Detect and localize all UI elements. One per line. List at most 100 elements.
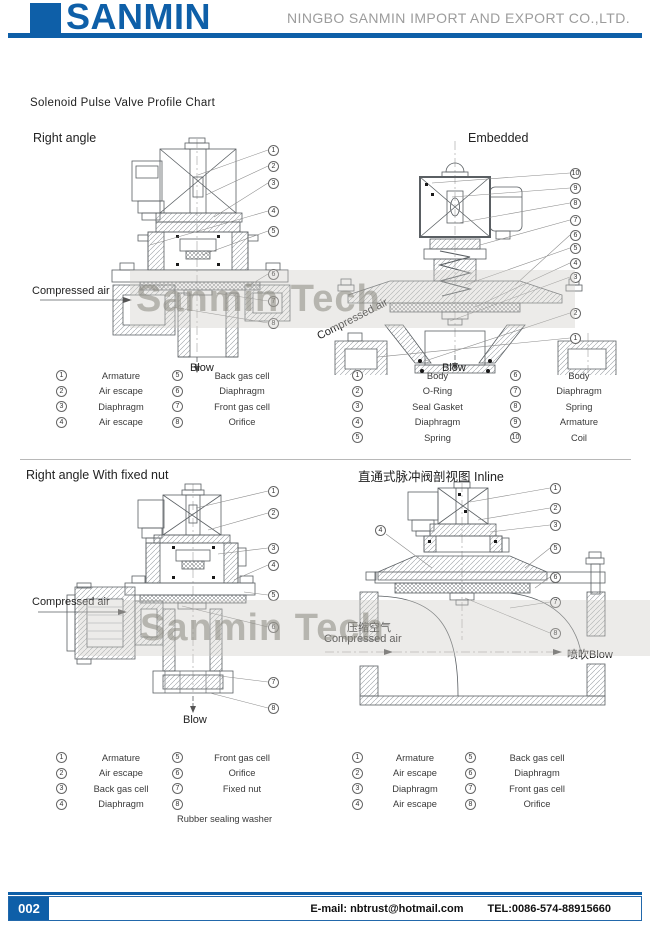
label-fixed-nut: Right angle With fixed nut [26,468,169,482]
blow-label: 喷吹Blow [567,649,613,661]
part-number: 3 [56,783,67,795]
page-title: Solenoid Pulse Valve Profile Chart [30,97,216,109]
parts-row: 4 Diaphragm 8 [56,797,296,813]
callout-9: 9 [570,183,581,194]
callout-2: 2 [268,161,279,172]
footer-tel: TEL:0086-574-88915660 [487,902,611,915]
part-name: Front gas cell [214,752,270,763]
part-name: Body [426,370,449,381]
parts-list-fixed-nut: 1 Armature 5 Front gas cell 2 Air escape… [56,750,296,828]
part-number: 10 [510,432,521,444]
part-name: Fixed nut [222,783,262,794]
callout-1: 1 [268,486,279,497]
part-number: 6 [465,767,476,779]
parts-row: 3 Seal Gasket 8 Spring [352,399,637,415]
compressed-air-label: Compressed air [32,596,110,608]
diagram-inline: 1 2 3 4 5 6 7 8 压缩空气 Compressed air 喷吹Bl… [320,480,650,710]
part-number: 8 [510,401,521,413]
parts-row: 2 O-Ring 7 Diaphragm [352,384,637,400]
valve-drawing-right-angle [40,137,291,373]
part-name: Diaphragm [98,799,144,810]
label-inline: 直通式脉冲阀剖视图 Inline [358,470,504,484]
callout-1: 1 [268,145,279,156]
part-name: Diaphragm [514,768,560,779]
parts-row: 1 Armature 5 Back gas cell [56,368,296,384]
label-right-angle: Right angle [33,131,97,145]
callout-3: 3 [268,178,279,189]
callout-2: 2 [268,508,279,519]
callout-5: 5 [268,590,279,601]
callout-8: 8 [570,198,581,209]
part-number: 9 [510,416,521,428]
callout-4: 4 [268,560,279,571]
part-number: 7 [172,401,183,413]
callout-7: 7 [570,215,581,226]
part-name: Diaphragm [556,386,602,397]
part-name: Coil [570,432,587,443]
callout-2: 2 [570,308,581,319]
callout-7: 7 [268,296,279,307]
part-name: Spring [565,401,593,412]
part-number: 6 [172,767,183,779]
part-name: Spring [424,432,451,443]
part-name: Front gas cell [509,783,565,794]
parts-row: 4 Diaphragm 9 Armature [352,415,637,431]
company-name: NINGBO SANMIN IMPORT AND EXPORT CO.,LTD. [287,10,630,26]
part-number: 1 [352,370,363,382]
part-name: Armature [101,752,141,763]
callout-7: 7 [550,597,561,608]
callout-4: 4 [375,525,386,536]
part-number: 2 [352,767,363,779]
label-embedded: Embedded [468,131,529,145]
callout-3: 3 [550,520,561,531]
footer-email: E-mail: nbtrust@hotmail.com [310,902,464,915]
diagram-right-angle: 1 2 3 4 5 6 7 8 Compressed air Blow [20,135,320,375]
part-number: 2 [56,767,67,779]
callout-8: 8 [268,318,279,329]
part-number: 1 [56,752,67,764]
part-name: O-Ring [422,386,453,397]
callout-3: 3 [570,272,581,283]
header-rule [8,33,642,38]
part-name: Diaphragm [392,783,438,794]
section-divider [20,459,631,460]
part-name: Air escape [99,386,143,397]
callout-8: 8 [268,703,279,714]
part-number: 4 [352,798,363,810]
blow-label: Blow [442,362,466,374]
part-name: Diaphragm [414,417,461,428]
part-name: Air escape [393,799,437,810]
part-number: 5 [352,432,363,444]
callout-4: 4 [570,258,581,269]
valve-drawing-fixed-nut [38,483,269,713]
part-name: Back gas cell [93,783,149,794]
part-number: 2 [352,385,363,397]
part-name: Front gas cell [214,401,270,412]
part-number: 1 [56,370,67,382]
compressed-air-label: Compressed air [324,633,402,645]
parts-row: 1 Armature 5 Front gas cell [56,750,296,766]
part-number: 7 [510,385,521,397]
blow-label: Blow [183,714,207,726]
callout-6: 6 [550,572,561,583]
page-number: 002 [9,897,49,920]
part-number: 3 [352,401,363,413]
logo-text: SANMIN [66,0,211,37]
parts-list-embedded: 1 Body 6 Body 2 O-Ring 7 Diaphragm 3 Sea… [352,368,637,446]
callout-3: 3 [268,543,279,554]
part-name: Orifice [523,799,551,810]
part-name: Air escape [99,768,143,779]
parts-row: 2 Air escape 6 Orifice [56,766,296,782]
callout-6: 6 [268,622,279,633]
footer: 002 E-mail: nbtrust@hotmail.com TEL:0086… [8,896,642,921]
part-name: Armature [101,370,141,381]
callout-1: 1 [550,483,561,494]
parts-row: 3 Back gas cell 7 Fixed nut [56,781,296,797]
parts-row: 1 Armature 5 Back gas cell [352,750,602,766]
part-name: Back gas cell [214,370,270,381]
blow-label: Blow [190,362,214,374]
part-name: Air escape [99,417,143,428]
compressed-air-label: Compressed air [32,285,110,297]
valve-drawing-inline [325,481,606,706]
parts-list-right-angle: 1 Armature 5 Back gas cell 2 Air escape … [56,368,296,430]
